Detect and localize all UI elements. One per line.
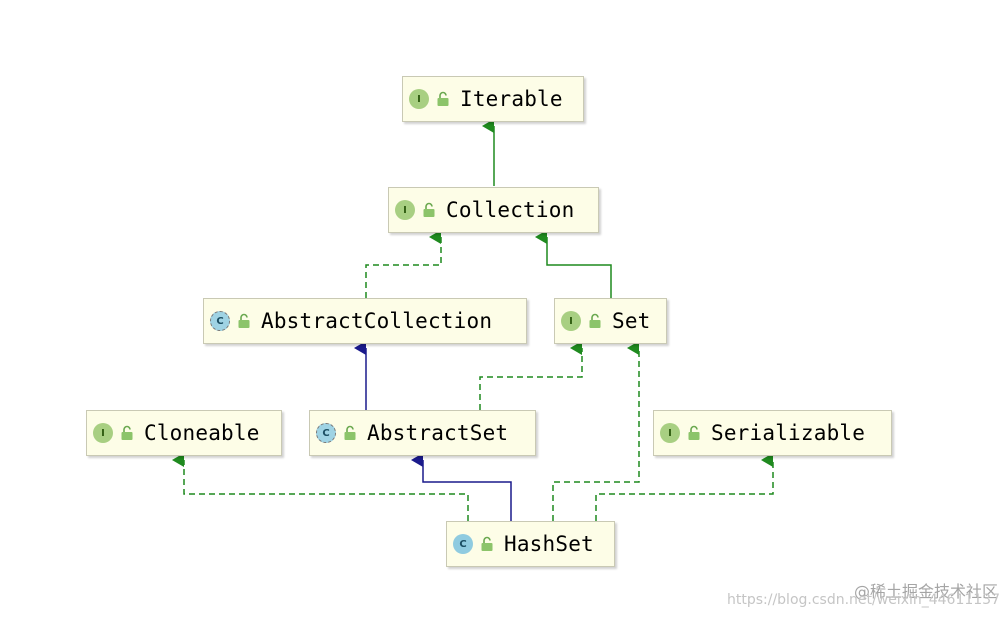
- node-label: AbstractCollection: [261, 309, 493, 333]
- abstract-class-icon: C: [316, 423, 336, 443]
- access-lock-icon: [437, 91, 449, 106]
- node-label: Set: [612, 309, 651, 333]
- access-lock-icon: [423, 202, 435, 217]
- interface-icon: I: [660, 423, 680, 443]
- watermark-url: https://blog.csdn.net/weixin_44611137: [726, 592, 1000, 608]
- node-abstract-set[interactable]: C AbstractSet: [309, 410, 536, 456]
- node-iterable[interactable]: I Iterable: [402, 76, 584, 122]
- access-lock-icon: [481, 536, 493, 551]
- access-lock-icon: [688, 425, 700, 440]
- node-abstract-collection[interactable]: C AbstractCollection: [203, 298, 527, 344]
- node-label: Collection: [446, 198, 575, 222]
- node-cloneable[interactable]: I Cloneable: [86, 410, 282, 456]
- class-icon: C: [453, 534, 473, 554]
- interface-icon: I: [93, 423, 113, 443]
- interface-icon: I: [395, 200, 415, 220]
- edge-set-collection: [535, 230, 612, 298]
- node-label: Cloneable: [144, 421, 260, 445]
- edge-hashset-set: [552, 341, 640, 521]
- edge-hashset-serializable: [595, 453, 774, 521]
- node-hashset[interactable]: C HashSet: [446, 521, 615, 567]
- node-set[interactable]: I Set: [554, 298, 667, 344]
- node-collection[interactable]: I Collection: [388, 187, 599, 233]
- access-lock-icon: [238, 313, 250, 328]
- access-lock-icon: [589, 313, 601, 328]
- interface-icon: I: [561, 311, 581, 331]
- node-label: Iterable: [460, 87, 563, 111]
- edge-hashset-abstractset: [411, 453, 512, 521]
- edge-hashset-cloneable: [172, 453, 469, 521]
- access-lock-icon: [344, 425, 356, 440]
- node-serializable[interactable]: I Serializable: [653, 410, 892, 456]
- interface-icon: I: [409, 89, 429, 109]
- access-lock-icon: [121, 425, 133, 440]
- abstract-class-icon: C: [210, 311, 230, 331]
- edge-abstractset-set: [479, 341, 583, 410]
- node-label: HashSet: [504, 532, 594, 556]
- node-label: AbstractSet: [367, 421, 509, 445]
- watermark-brand: @稀土掘金技术社区: [853, 582, 998, 601]
- edge-abstractcollection-collection: [365, 230, 442, 298]
- node-label: Serializable: [711, 421, 866, 445]
